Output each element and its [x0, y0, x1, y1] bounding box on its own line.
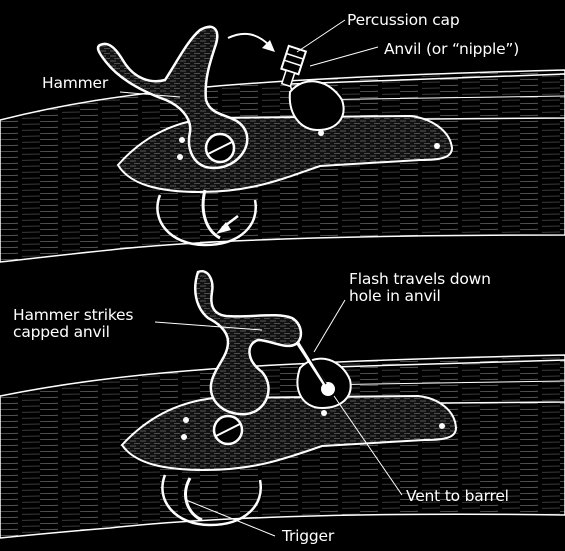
label-flash-line-1: Flash travels down: [349, 270, 491, 288]
label-flash-line-2: hole in anvil: [349, 287, 441, 305]
label-anvil: Anvil (or “nipple”): [384, 40, 519, 58]
top-hammer-motion-arrow: [228, 34, 270, 46]
label-hammer-strikes-line-1: Hammer strikes: [13, 306, 133, 324]
label-percussion-cap: Percussion cap: [347, 11, 459, 29]
label-hammer-strikes-line-2: capped anvil: [13, 323, 110, 341]
label-trigger: Trigger: [282, 527, 334, 545]
leader-flash: [314, 300, 345, 352]
label-vent-to-barrel: Vent to barrel: [406, 487, 509, 505]
leader-anvil: [310, 47, 378, 66]
label-hammer: Hammer: [42, 74, 108, 92]
leader-percussion-cap: [297, 20, 345, 52]
